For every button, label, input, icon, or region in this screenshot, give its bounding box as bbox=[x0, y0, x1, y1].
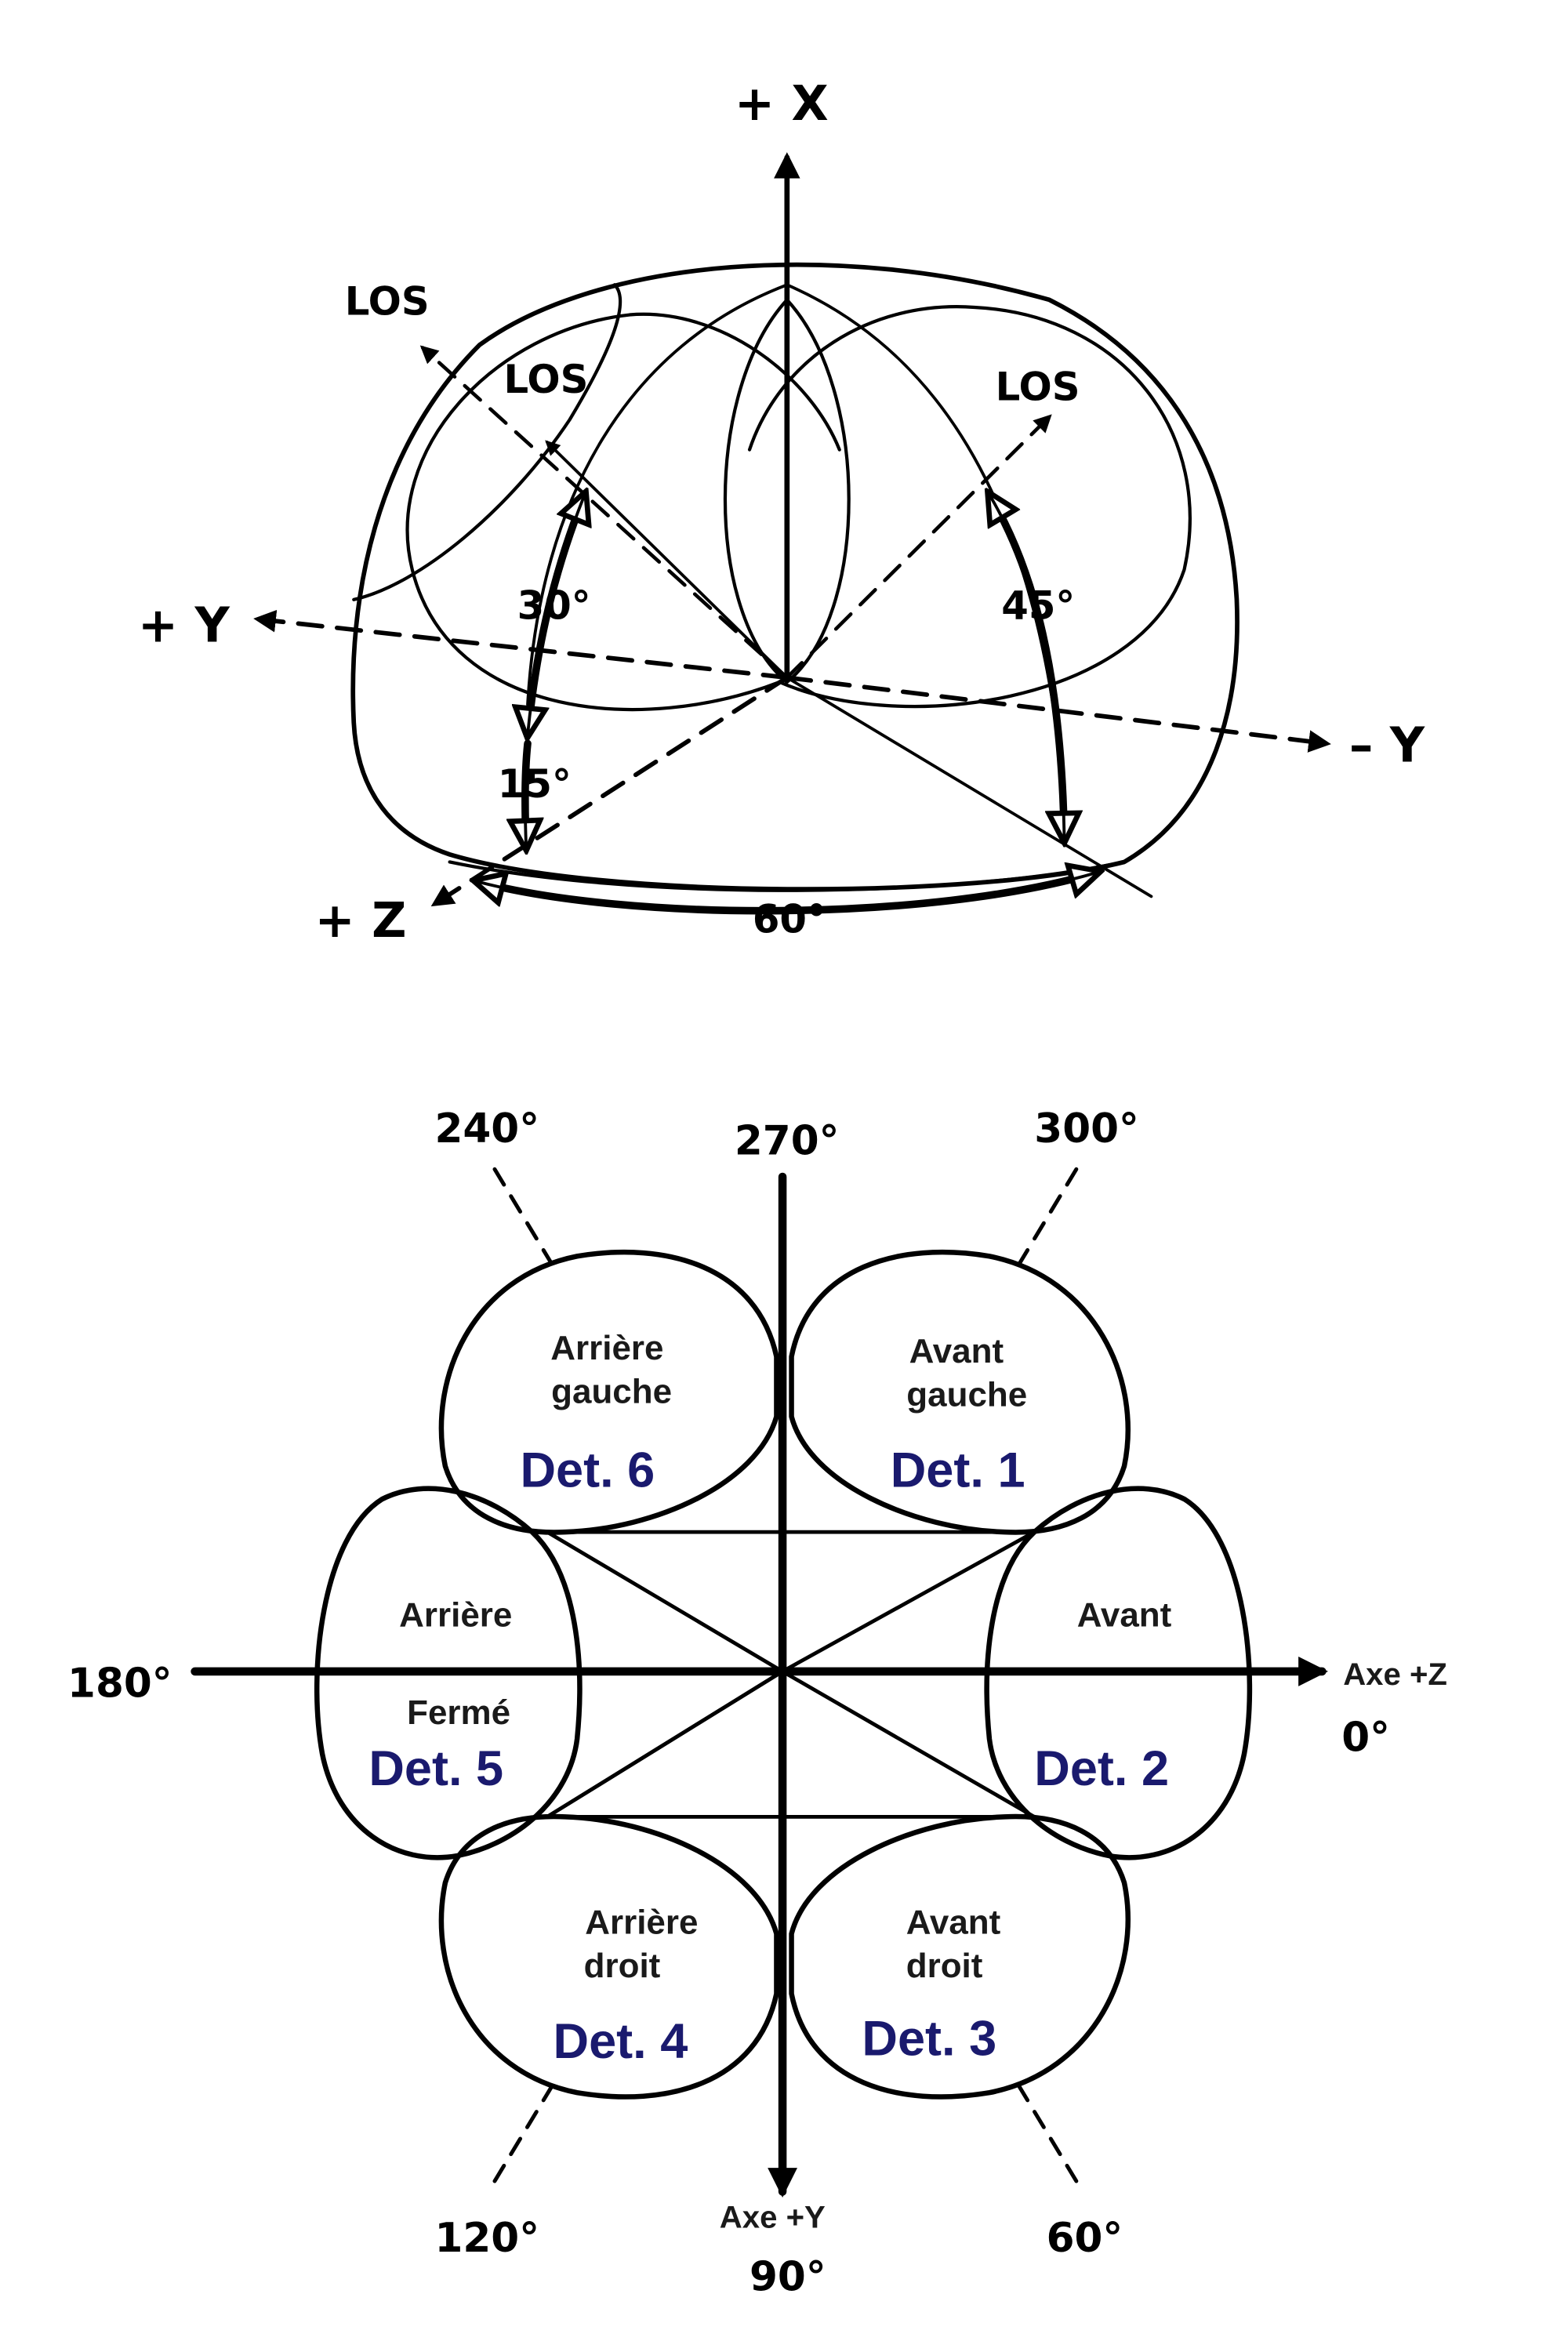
det-1-lobe bbox=[789, 1249, 1131, 1535]
pointer-60 bbox=[1017, 2085, 1079, 2183]
det-5-label: Det. 5 bbox=[368, 1741, 503, 1796]
label-los-inner: LOS bbox=[503, 357, 588, 402]
label-deg-180: 180° bbox=[67, 1660, 172, 1707]
det-1-position-line1: Avant bbox=[909, 1332, 1004, 1370]
label-angle-30: 30° bbox=[517, 583, 591, 629]
label-deg-240: 240° bbox=[434, 1105, 539, 1152]
det-5-lobe bbox=[314, 1486, 583, 1860]
label-minus-y: – Y bbox=[1349, 717, 1425, 773]
bottom-figure-detector-layout: 240° 270° 300° 180° 0° 120° 90° 60° Axe … bbox=[67, 1105, 1447, 2301]
axis-plus-z-line bbox=[430, 675, 789, 907]
det-6-position-line2: gauche bbox=[551, 1373, 672, 1411]
det-1-position-line2: gauche bbox=[906, 1375, 1027, 1414]
label-angle-45: 45° bbox=[1001, 583, 1075, 629]
det-3-position-line1: Avant bbox=[906, 1904, 1001, 1942]
det-3-lobe bbox=[789, 1813, 1131, 2100]
det-4-position-line2: droit bbox=[584, 1947, 661, 1985]
det-6-label: Det. 6 bbox=[520, 1443, 655, 1498]
los-line-right bbox=[785, 414, 1052, 680]
los-line-inner bbox=[545, 440, 789, 680]
label-plus-z: + Z bbox=[315, 893, 407, 949]
det-3-position-line2: droit bbox=[906, 1947, 983, 1985]
label-deg-300: 300° bbox=[1034, 1105, 1139, 1152]
label-angle-15: 15° bbox=[498, 761, 572, 807]
label-deg-120: 120° bbox=[434, 2215, 539, 2262]
det-6-lobe bbox=[438, 1249, 779, 1535]
label-deg-60: 60° bbox=[1047, 2215, 1123, 2262]
label-angle-60: 60° bbox=[753, 896, 826, 942]
label-deg-0: 0° bbox=[1341, 1714, 1390, 1761]
det-4-label: Det. 4 bbox=[554, 2014, 688, 2069]
label-axis-y: Axe +Y bbox=[720, 2199, 826, 2234]
pointer-240 bbox=[492, 1167, 554, 1266]
dome-rim bbox=[448, 860, 1112, 892]
det-6-position-line1: Arrière bbox=[550, 1329, 663, 1367]
solid-ray-lower-right bbox=[785, 676, 1153, 898]
label-deg-90: 90° bbox=[750, 2254, 826, 2301]
det-4-lobe bbox=[438, 1813, 779, 2100]
pointer-120 bbox=[492, 2085, 554, 2183]
label-axis-z: Axe +Z bbox=[1343, 1657, 1447, 1692]
lobe-left bbox=[405, 312, 841, 712]
det-4-position-line1: Arrière bbox=[585, 1904, 698, 1942]
det-2-lobe bbox=[984, 1486, 1253, 1860]
label-plus-x: + X bbox=[735, 76, 829, 132]
label-deg-270: 270° bbox=[735, 1117, 840, 1164]
det-2-label: Det. 2 bbox=[1034, 1741, 1169, 1796]
axis-plus-y-line bbox=[253, 609, 789, 681]
label-los-outer: LOS bbox=[345, 279, 430, 325]
det-5-position-line1: Arrière bbox=[399, 1596, 512, 1635]
det-1-label: Det. 1 bbox=[891, 1443, 1025, 1498]
det-5-status: Fermé bbox=[407, 1693, 510, 1732]
hexagram-lines bbox=[545, 1530, 1036, 1819]
det-2-position-line1: Avant bbox=[1077, 1596, 1172, 1635]
label-los-right: LOS bbox=[996, 365, 1080, 410]
det-3-label: Det. 3 bbox=[862, 2011, 996, 2066]
los-line-outer bbox=[419, 345, 789, 680]
top-figure-fov-dome: + X + Y – Y + Z LOS LOS LOS 30° 45° 15° … bbox=[138, 76, 1425, 949]
label-plus-y: + Y bbox=[138, 597, 230, 653]
fov-dome-outline bbox=[350, 262, 1240, 892]
angle-45-arc bbox=[989, 495, 1065, 840]
pointer-300 bbox=[1017, 1167, 1079, 1266]
cap-upper-left bbox=[352, 283, 622, 601]
